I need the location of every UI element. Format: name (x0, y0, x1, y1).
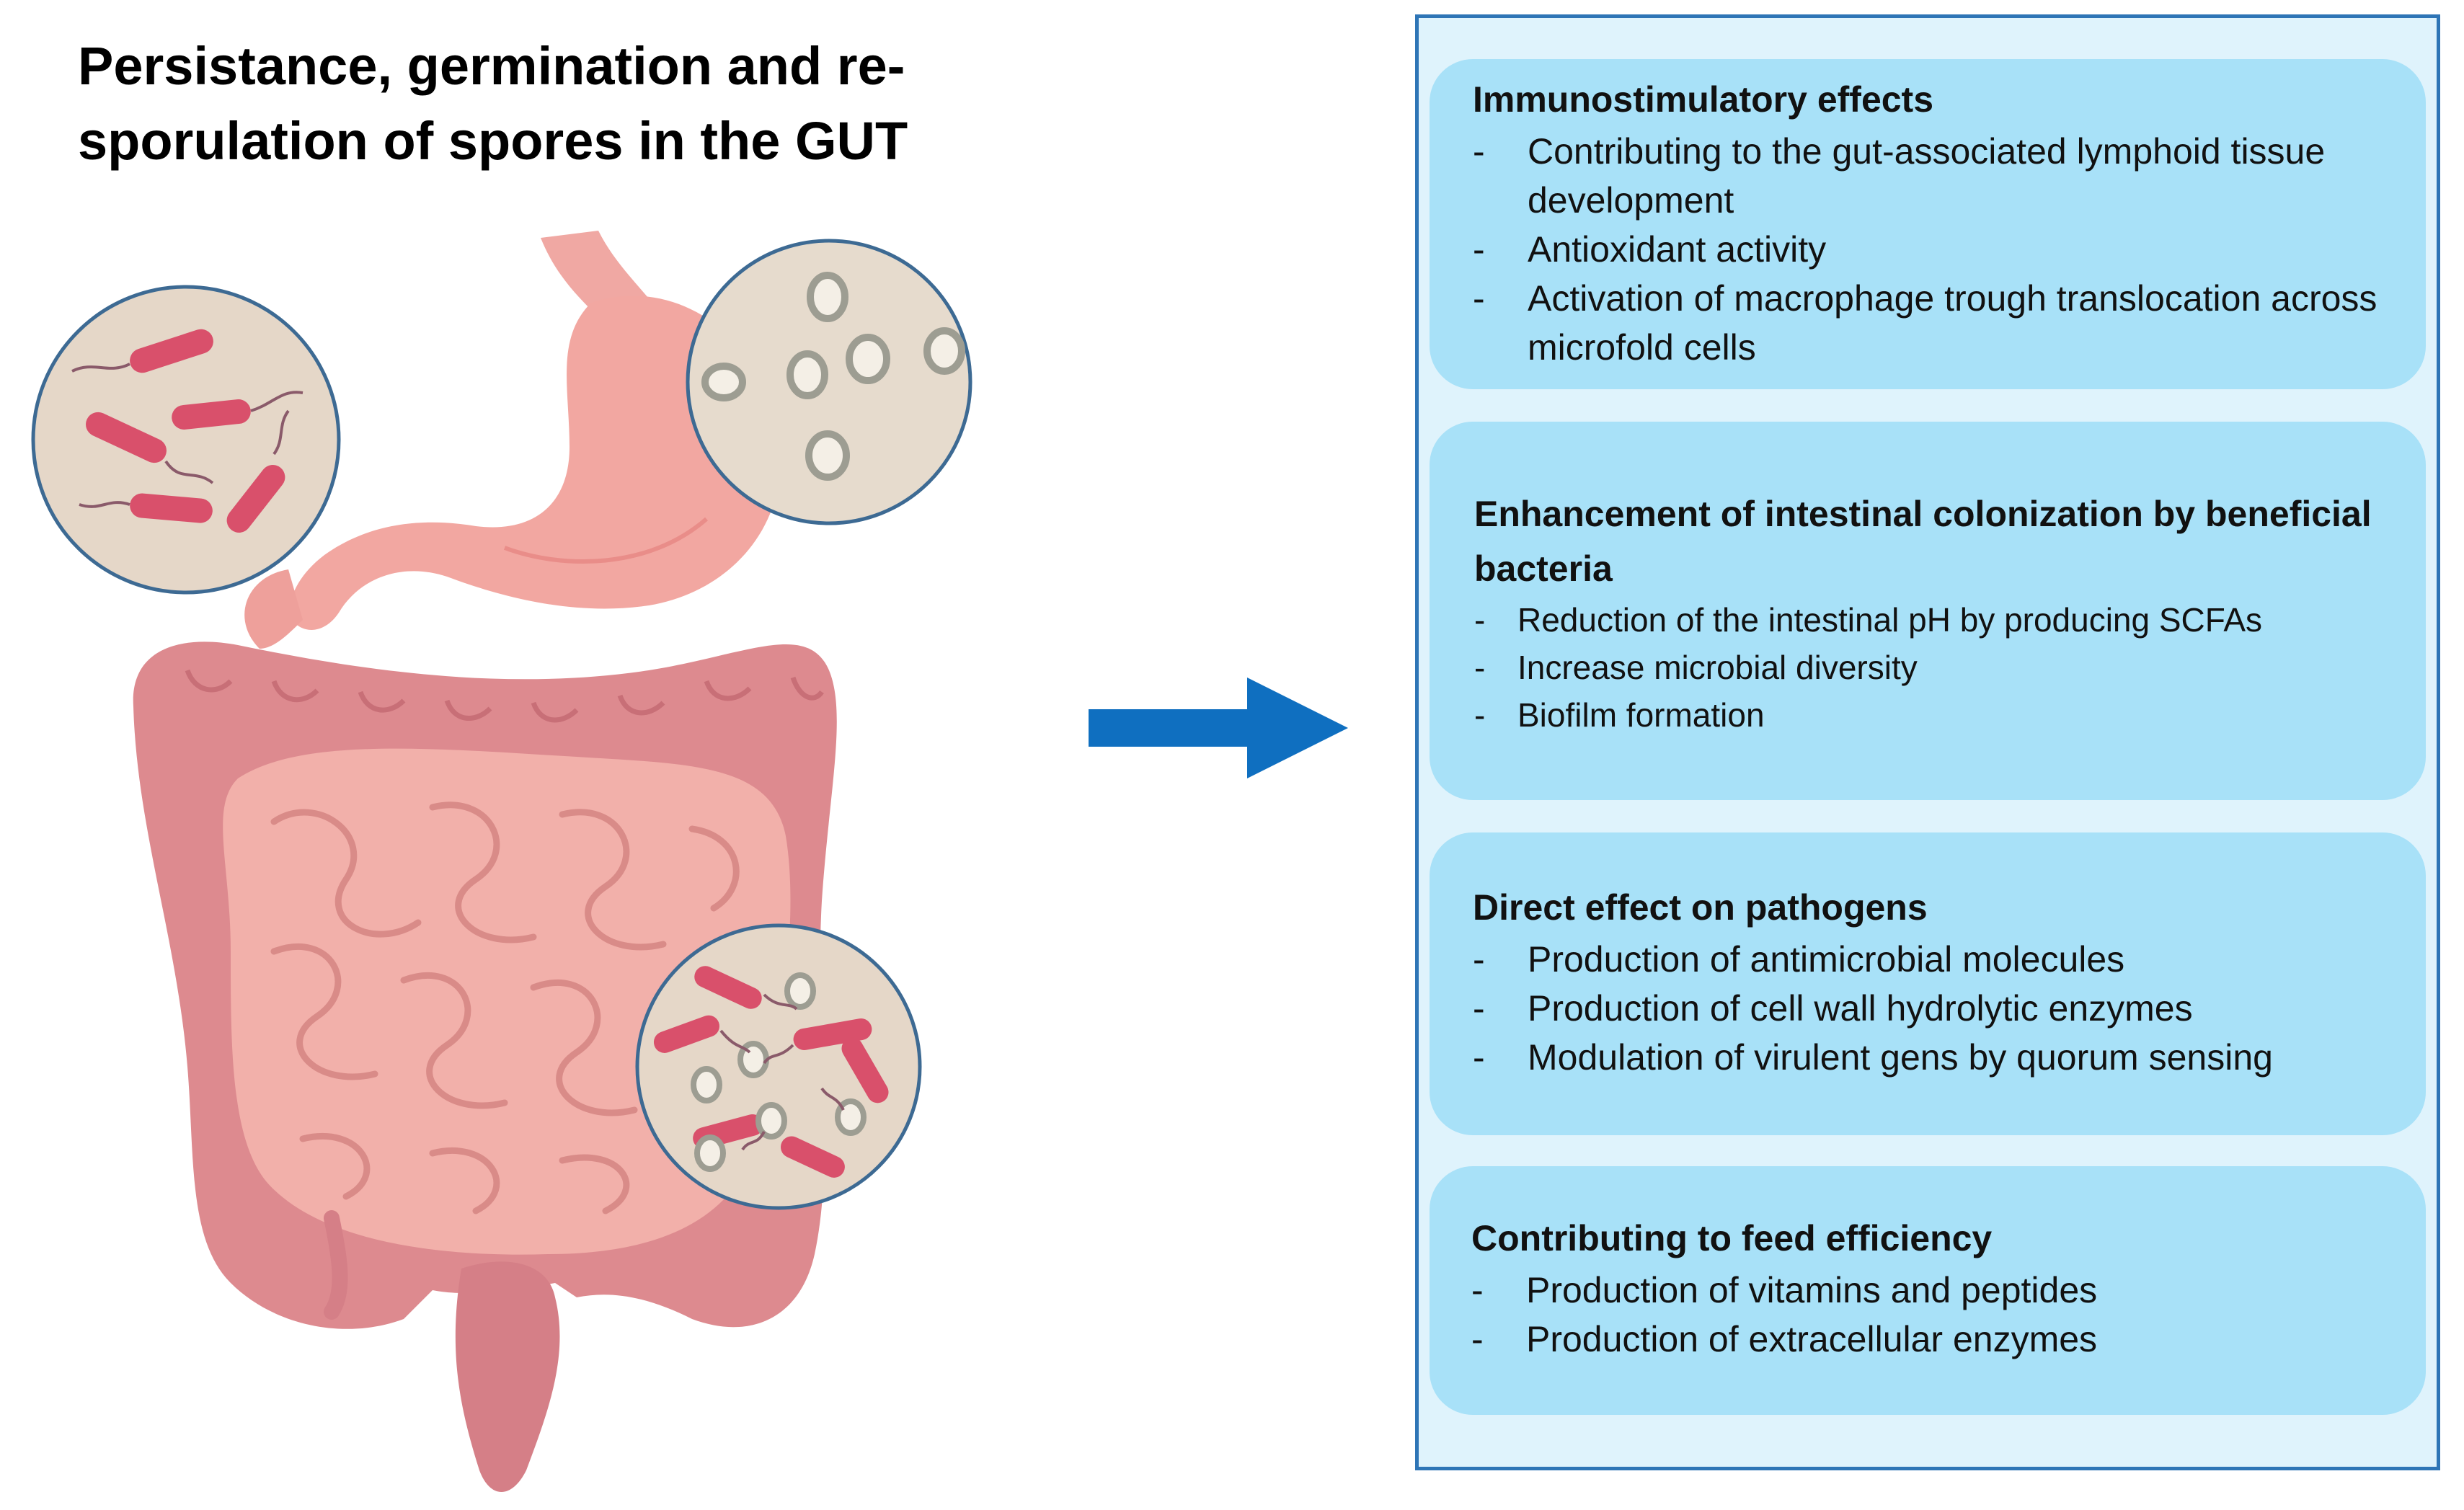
list-item: Reduction of the intestinal pH by produc… (1474, 596, 2383, 644)
card-immunostimulatory-effects: Immunostimulatory effects Contributing t… (1430, 59, 2426, 389)
list-item: Biofilm formation (1474, 691, 2383, 739)
list-item: Activation of macrophage trough transloc… (1473, 274, 2383, 372)
card-heading: Enhancement of intestinal colonization b… (1474, 494, 2372, 589)
duodenum (244, 569, 303, 649)
list-item: Production of cell wall hydrolytic enzym… (1473, 984, 2383, 1033)
card-list: Production of antimicrobial molecules Pr… (1473, 935, 2383, 1082)
esophagus (541, 231, 652, 317)
right-arrow-icon (1089, 678, 1348, 778)
card-list: Production of vitamins and peptides Prod… (1471, 1266, 2383, 1364)
list-item: Increase microbial diversity (1474, 644, 2383, 691)
card-intestinal-colonization: Enhancement of intestinal colonization b… (1430, 422, 2426, 800)
rectum (455, 1261, 560, 1492)
list-item: Production of extracellular enzymes (1471, 1315, 2383, 1364)
digestive-tract-illustration (31, 231, 972, 1492)
list-item: Antioxidant activity (1473, 225, 2383, 274)
card-list: Reduction of the intestinal pH by produc… (1474, 596, 2383, 739)
card-list: Contributing to the gut-associated lymph… (1473, 127, 2383, 372)
list-item: Contributing to the gut-associated lymph… (1473, 127, 2383, 225)
card-heading: Immunostimulatory effects (1473, 79, 1934, 120)
card-feed-efficiency: Contributing to feed efficiency Producti… (1430, 1166, 2426, 1415)
list-item: Production of antimicrobial molecules (1473, 935, 2383, 984)
list-item: Modulation of virulent gens by quorum se… (1473, 1033, 2383, 1082)
magnifier-spores (686, 239, 972, 525)
small-intestine (223, 748, 791, 1255)
appendix (324, 1210, 348, 1320)
magnifier-vegetative-bacteria (31, 285, 341, 595)
figure-title: Persistance, germination and re-sporulat… (78, 36, 908, 171)
magnifier-germination (635, 923, 922, 1210)
colon-haustra (185, 669, 824, 723)
card-heading: Contributing to feed efficiency (1471, 1218, 1993, 1258)
small-intestine-loops (270, 801, 740, 1214)
list-item: Production of vitamins and peptides (1471, 1266, 2383, 1315)
card-direct-effect-pathogens: Direct effect on pathogens Production of… (1430, 832, 2426, 1135)
card-heading: Direct effect on pathogens (1473, 887, 1928, 928)
